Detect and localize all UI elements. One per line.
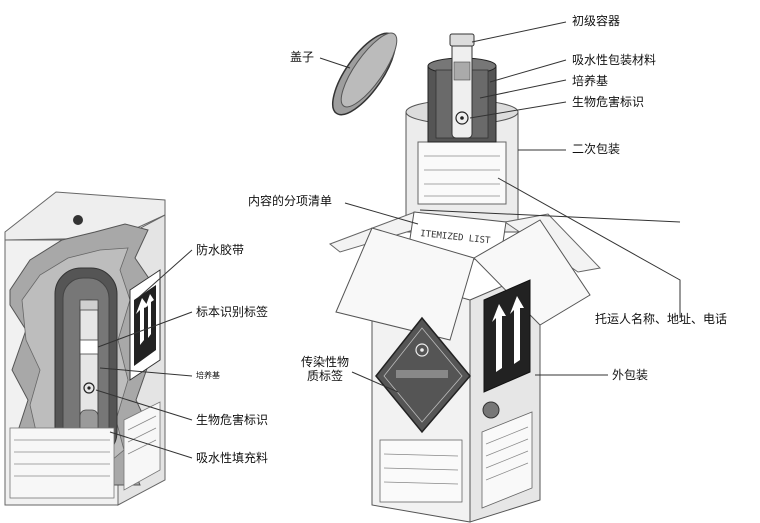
label-specimen-id: 标本识别标签 xyxy=(196,305,269,319)
label-lid: 盖子 xyxy=(290,50,315,64)
label-biohazard-left: 生物危害标识 xyxy=(196,413,269,427)
label-outer-packaging: 外包装 xyxy=(612,368,649,382)
leader-lines xyxy=(95,21,681,459)
label-shipper-info: 托运人名称、地址、电话 xyxy=(595,312,728,326)
label-biohazard-top: 生物危害标识 xyxy=(572,95,645,109)
left-box-cutaway xyxy=(4,191,166,506)
label-secondary-packaging: 二次包装 xyxy=(572,142,621,156)
label-waterproof-tape: 防水胶带 xyxy=(196,243,245,257)
outer-box: ITEMIZED LIST xyxy=(329,211,602,523)
label-absorbent-packaging: 吸水性包装材料 xyxy=(572,53,657,67)
label-culture-medium: 培养基 xyxy=(572,74,609,88)
label-absorbent-filler: 吸水性填充料 xyxy=(196,451,269,465)
label-infectious-line1: 传染性物 xyxy=(300,355,349,369)
lid-disc xyxy=(332,32,398,116)
label-itemized-contents: 内容的分项清单 xyxy=(248,194,333,208)
label-infectious-substance: 传染性物 质标签 xyxy=(290,355,360,383)
label-infectious-line2: 质标签 xyxy=(306,369,343,383)
secondary-container-top xyxy=(405,33,519,233)
label-culture-medium-small: 培养基 xyxy=(196,371,220,380)
label-primary-container: 初级容器 xyxy=(572,14,621,28)
